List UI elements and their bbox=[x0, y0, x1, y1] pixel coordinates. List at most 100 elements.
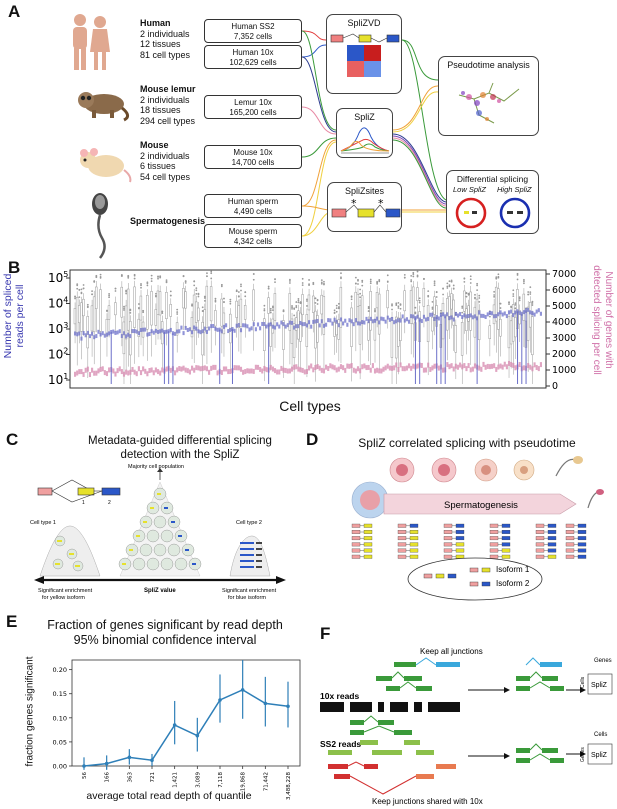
panel-b-reads-box bbox=[76, 332, 79, 337]
panel-b-genes-box bbox=[482, 361, 485, 367]
panel-b-genes-box bbox=[495, 366, 498, 372]
panel-b-outlier bbox=[431, 306, 434, 309]
panel-b-outlier bbox=[240, 285, 242, 288]
panel-b-boxplot: 1011021031041050100020003000400050006000… bbox=[48, 269, 576, 392]
panel-b-outlier bbox=[340, 277, 342, 280]
panel-b-reads-box bbox=[397, 318, 400, 323]
keep-shared-label: Keep junctions shared with 10x bbox=[372, 797, 483, 806]
panel-b-genes-box bbox=[120, 369, 123, 375]
panel-b-outlier bbox=[374, 309, 376, 312]
panel-b-genes-box bbox=[165, 366, 168, 372]
panel-b-genes-box bbox=[76, 370, 79, 376]
panel-b-outlier bbox=[125, 292, 128, 295]
panel-b-genes-box bbox=[539, 362, 542, 368]
panel-b-reads-box bbox=[271, 324, 274, 329]
panel-b-genes-box bbox=[250, 368, 253, 374]
panel-b-outlier bbox=[412, 273, 415, 276]
isoform-exon-end bbox=[455, 536, 465, 541]
isoform-exon-end bbox=[455, 530, 465, 534]
panel-b-reads-box bbox=[537, 308, 540, 313]
panel-b-reads-box bbox=[461, 315, 464, 320]
panel-b-outlier bbox=[314, 297, 317, 300]
panel-b-outlier bbox=[150, 274, 153, 277]
spliz-value-label: SpliZ value bbox=[144, 588, 176, 594]
panel-b-outlier bbox=[193, 284, 196, 287]
panel-b-genes-box bbox=[456, 364, 460, 370]
cells-col-label-bottom: Cells bbox=[594, 732, 607, 738]
panel-b-left-axis-label: Number of spliced reads per cell bbox=[2, 273, 26, 359]
keep-all-label: Keep all junctions bbox=[420, 647, 483, 656]
panel-b-outlier bbox=[335, 310, 338, 313]
high-spliz-label: High SpliZ bbox=[497, 185, 532, 194]
panel-b-box bbox=[209, 286, 213, 322]
panel-b-outlier bbox=[416, 275, 419, 278]
panel-b-genes-box bbox=[269, 364, 272, 370]
panel-b-reads-box bbox=[286, 323, 289, 328]
panel-b-reads-box bbox=[237, 323, 240, 328]
isoform-exon-end bbox=[577, 523, 587, 528]
panel-b-box bbox=[465, 308, 468, 331]
panel-b-reads-box bbox=[239, 328, 243, 333]
differential-circles-icon bbox=[455, 197, 531, 229]
panel-b-reads-box bbox=[510, 309, 513, 314]
panel-b-genes-box bbox=[308, 365, 311, 371]
panel-b-outlier bbox=[244, 291, 247, 293]
panel-b-box bbox=[375, 292, 379, 309]
panel-b-genes-box bbox=[235, 365, 238, 371]
panel-b-genes-box bbox=[227, 369, 230, 375]
panel-b-outlier bbox=[76, 283, 79, 286]
panel-b-outlier bbox=[376, 280, 379, 283]
panel-b-box bbox=[220, 298, 223, 327]
panel-b-reads-box bbox=[101, 331, 104, 336]
panel-b-reads-box bbox=[484, 314, 487, 319]
isoform-exon-end bbox=[501, 523, 511, 528]
panel-b-outlier bbox=[123, 309, 125, 311]
panel-b-reads-box bbox=[242, 323, 245, 328]
panel-b-genes-box bbox=[522, 365, 525, 371]
panel-b-reads-box bbox=[539, 311, 542, 316]
panel-b-genes-box bbox=[497, 364, 500, 370]
panel-b-outlier bbox=[446, 287, 449, 289]
panel-b-outlier bbox=[446, 285, 449, 288]
panel-b-reads-box bbox=[478, 310, 481, 315]
panel-b-genes-box bbox=[180, 366, 183, 372]
panel-b-right-axis-label: Number of genes with detected splicing p… bbox=[591, 265, 614, 375]
panel-b-reads-box bbox=[269, 322, 272, 327]
panel-b-genes-box bbox=[339, 364, 343, 370]
panel-b-box bbox=[169, 304, 172, 317]
isoform-exon-end bbox=[577, 542, 587, 547]
panel-b-genes-box bbox=[490, 363, 494, 369]
pseudotime-box: Pseudotime analysis bbox=[438, 56, 539, 136]
panel-b-reads-box bbox=[518, 310, 521, 315]
panel-b-genes-box bbox=[93, 370, 96, 376]
isoform-exon-start bbox=[397, 523, 407, 528]
panel-b-genes-box bbox=[220, 369, 223, 375]
panel-b-reads-box bbox=[390, 316, 394, 321]
panel-b-reads-box bbox=[293, 325, 296, 330]
panel-b-box bbox=[322, 296, 326, 335]
panel-b-x-label: Cell types bbox=[279, 398, 341, 414]
isoform-exon-end bbox=[363, 530, 373, 534]
panel-b-outlier bbox=[291, 306, 293, 309]
isoform-exon-start bbox=[443, 554, 453, 559]
panel-b-reads-box bbox=[288, 320, 291, 325]
panel-b-outlier bbox=[150, 277, 153, 280]
species-mouse: Mouse 2 individuals 6 tissues 54 cell ty… bbox=[140, 140, 191, 182]
panel-b-reads-box bbox=[429, 312, 432, 317]
panel-b-outlier bbox=[337, 307, 340, 310]
panel-b-genes-box bbox=[144, 368, 147, 374]
panel-b-outlier bbox=[529, 293, 532, 295]
panel-b-genes-box bbox=[478, 365, 481, 371]
panel-b-outlier bbox=[361, 279, 364, 282]
panel-b-outlier bbox=[197, 295, 200, 298]
panel-b-box bbox=[312, 295, 315, 313]
panel-b-genes-box bbox=[484, 364, 487, 370]
panel-b-outlier bbox=[74, 297, 76, 300]
panel-b-box bbox=[416, 287, 419, 301]
isoform-exon-start bbox=[397, 548, 407, 553]
panel-b-outlier bbox=[516, 274, 519, 276]
panel-b-reads-box bbox=[169, 327, 172, 332]
panel-b-outlier bbox=[137, 306, 140, 309]
isoform-exon-end bbox=[363, 542, 373, 547]
panel-b-outlier bbox=[412, 271, 415, 274]
